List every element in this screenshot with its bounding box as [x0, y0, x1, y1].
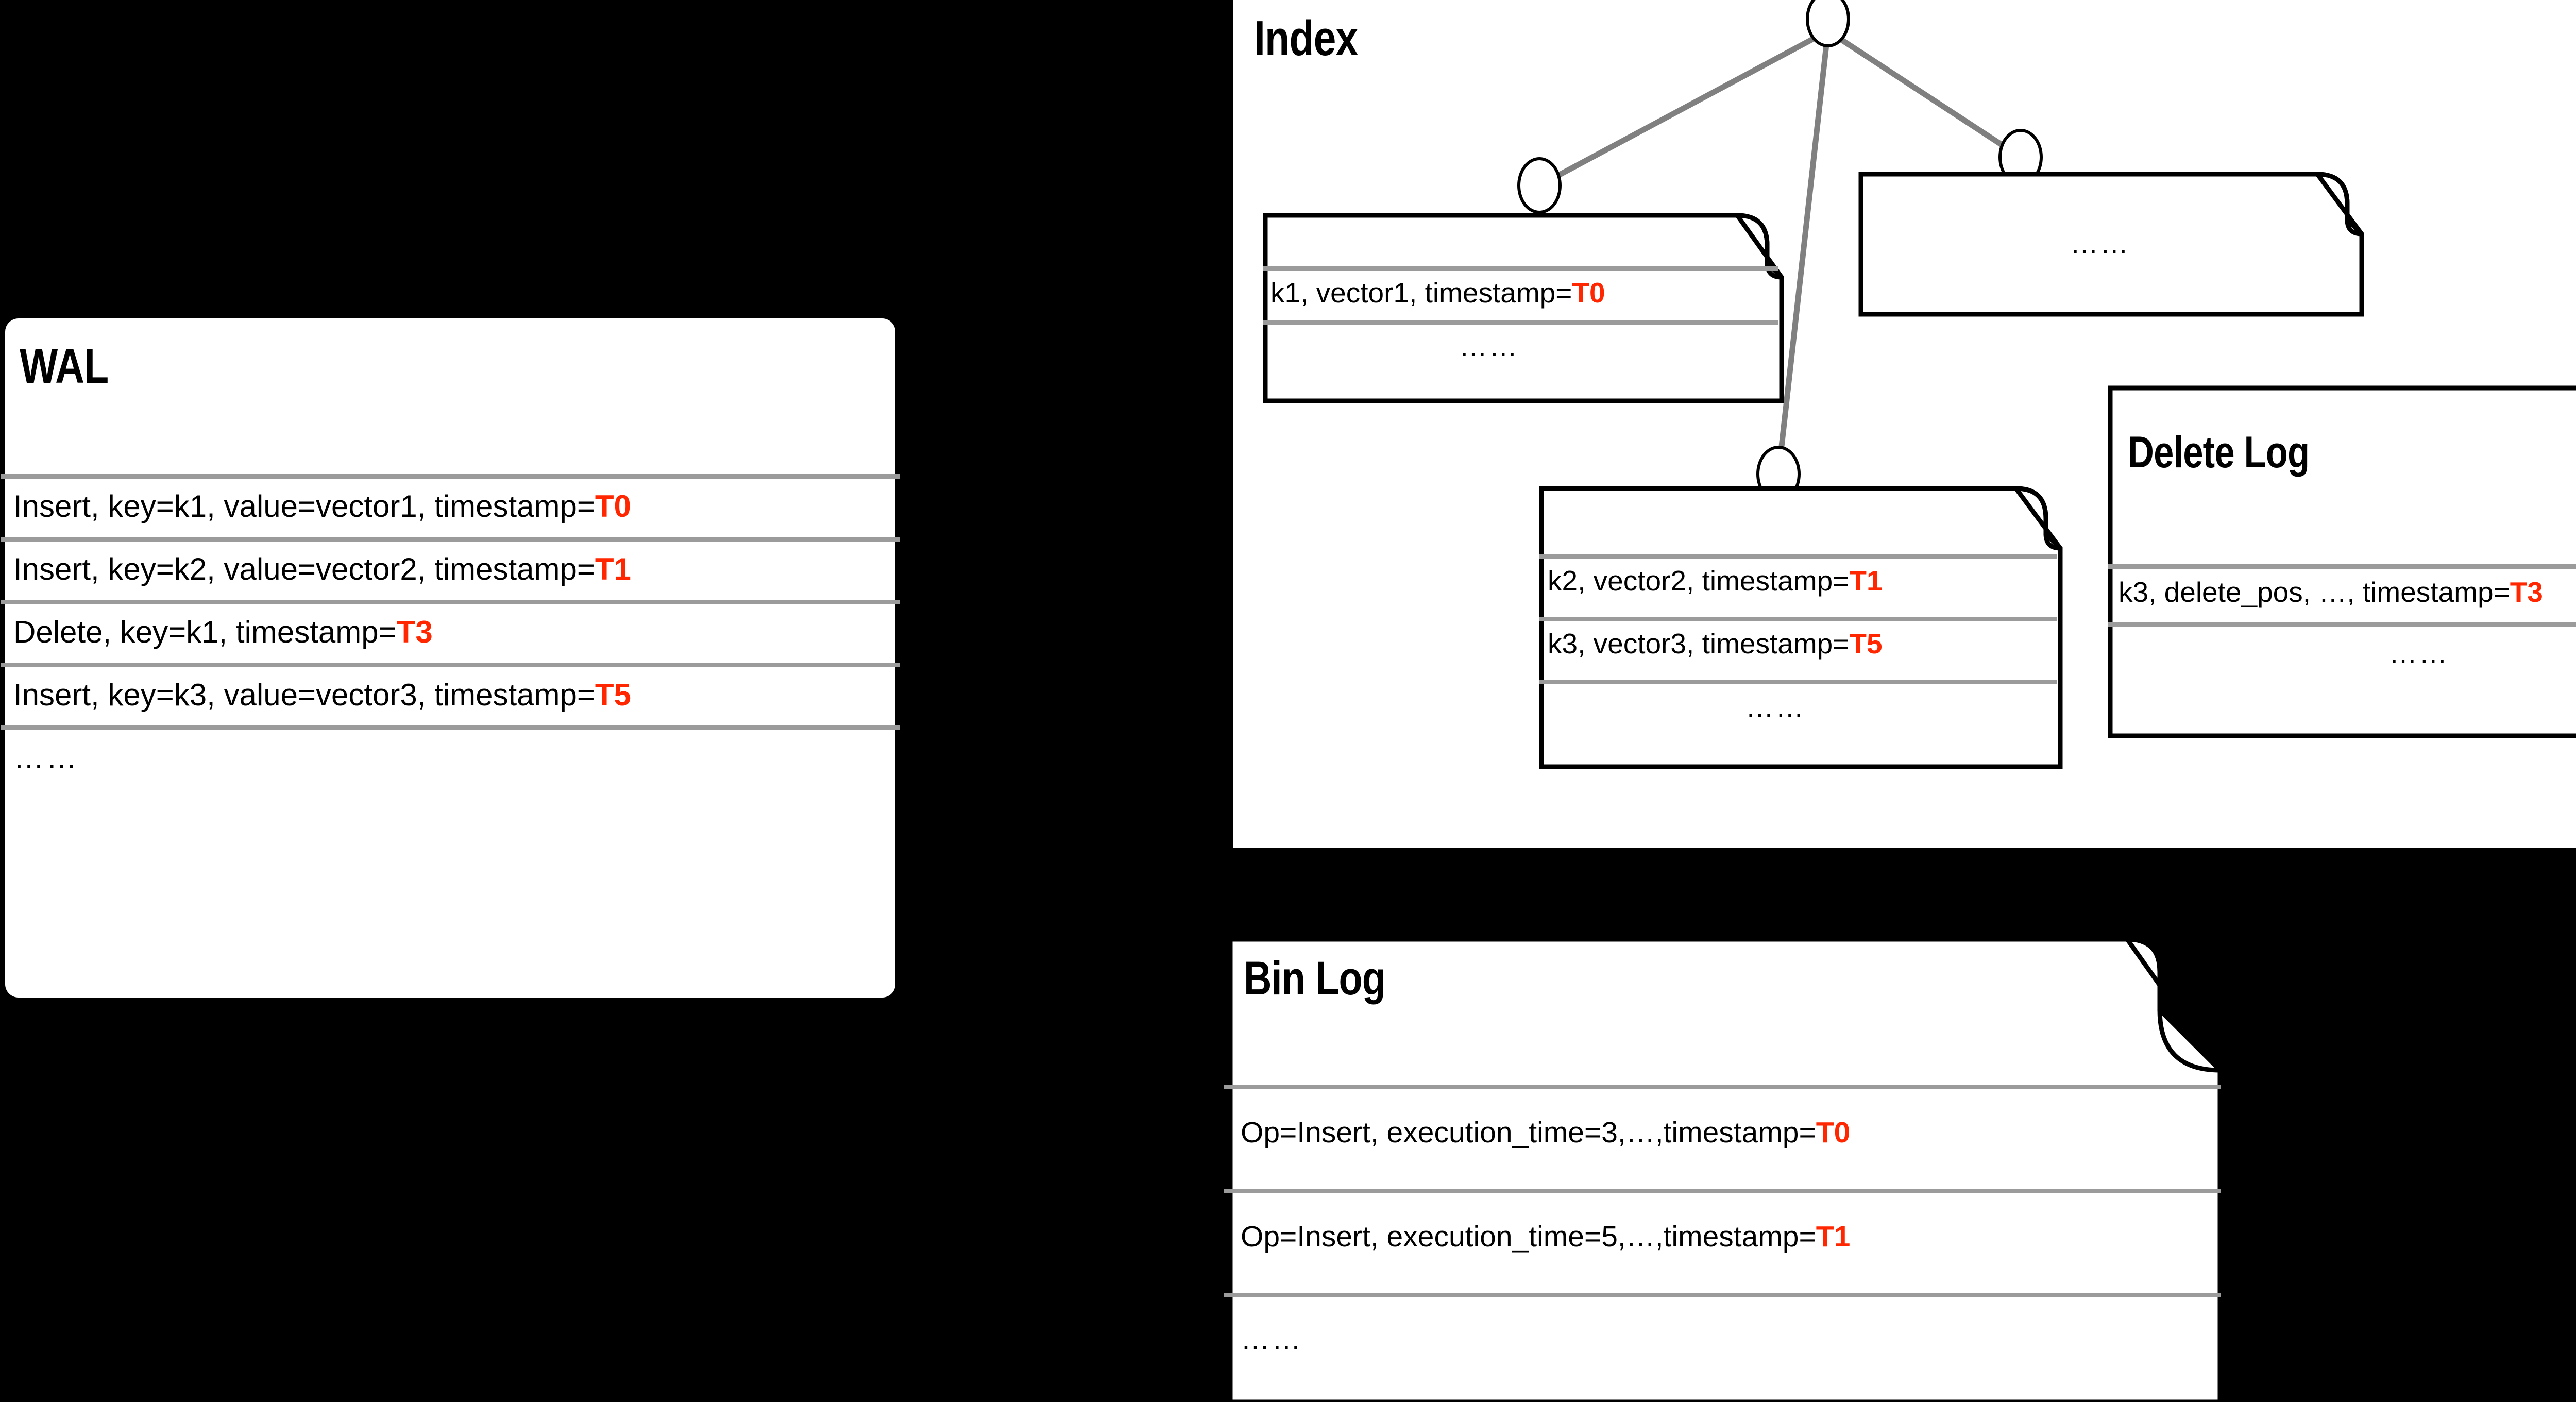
- delete-log-row-timestamp: T3: [2510, 576, 2543, 608]
- bin-log-separator: [1224, 1085, 2221, 1089]
- wal-row: Insert, key=k1, value=vector1, timestamp…: [13, 488, 631, 524]
- wal-row-text: Insert, key=k1, value=vector1, timestamp…: [13, 489, 595, 523]
- segment-row-timestamp: T5: [1849, 628, 1883, 660]
- bin-log-separator: [1224, 1293, 2221, 1297]
- wal-separator: [1, 725, 900, 730]
- bin-log-row: Op=Insert, execution_time=5,…,timestamp=…: [1241, 1220, 1850, 1254]
- bin-log-panel: Bin Log Op=Insert, execution_time=3,…,ti…: [1224, 935, 2223, 1402]
- wal-panel: WAL Insert, key=k1, value=vector1, times…: [1, 318, 900, 998]
- index-segment-k2-k3: k2, vector2, timestamp=T1 k3, vector3, t…: [1539, 484, 2063, 770]
- wal-separator: [1, 663, 900, 667]
- bin-log-title: Bin Log: [1244, 952, 1386, 1005]
- index-title: Index: [1254, 11, 1358, 66]
- delete-log-separator: [2108, 622, 2576, 627]
- segment-separator: [1539, 617, 2057, 621]
- bin-log-row: Op=Insert, execution_time=3,…,timestamp=…: [1241, 1116, 1850, 1150]
- wal-row-timestamp: T3: [396, 615, 433, 649]
- segment-row-ellipsis: ……: [2070, 227, 2130, 259]
- bin-log-row-ellipsis: ……: [1241, 1323, 1303, 1356]
- segment-row-timestamp: T0: [1572, 277, 1605, 309]
- delete-log-separator: [2108, 564, 2576, 569]
- delete-log-row: k3, delete_pos, …, timestamp=T3: [2119, 576, 2543, 609]
- folded-corner-icon: [2015, 486, 2061, 551]
- index-segment-k1: k1, vector1, timestamp=T0 ……: [1263, 211, 1784, 404]
- wal-row-text: Delete, key=k1, timestamp=: [13, 615, 397, 649]
- wal-row: Delete, key=k1, timestamp=T3: [13, 614, 433, 650]
- wal-row-timestamp: T5: [595, 678, 631, 712]
- segment-separator: [1539, 554, 2057, 559]
- folded-corner-icon: [2127, 937, 2221, 1073]
- delete-log-row-text: k3, delete_pos, …, timestamp=: [2119, 576, 2510, 608]
- segment-row-ellipsis: ……: [1745, 691, 1806, 723]
- segment-separator: [1263, 320, 1778, 325]
- segment-row: k2, vector2, timestamp=T1: [1548, 564, 1883, 597]
- segment-row: k1, vector1, timestamp=T0: [1270, 276, 1605, 309]
- wal-row-text: Insert, key=k2, value=vector2, timestamp…: [13, 552, 595, 586]
- bin-log-row-text: Op=Insert, execution_time=3,…,timestamp=: [1241, 1116, 1816, 1149]
- wal-row-ellipsis: ……: [13, 740, 79, 775]
- wal-row-timestamp: T1: [595, 552, 631, 586]
- bin-log-row-timestamp: T1: [1816, 1220, 1851, 1253]
- bin-log-row-text: Op=Insert, execution_time=5,…,timestamp=: [1241, 1220, 1816, 1253]
- segment-row-text: k2, vector2, timestamp=: [1548, 565, 1850, 597]
- segment-row-timestamp: T1: [1849, 565, 1883, 597]
- segment-separator: [1539, 680, 2057, 684]
- wal-separator: [1, 474, 900, 479]
- index-segment-ellipsis: ……: [1858, 170, 2364, 317]
- bin-log-separator: [1224, 1189, 2221, 1193]
- folded-corner-fold: [2315, 173, 2364, 235]
- segment-row-text: k1, vector1, timestamp=: [1270, 277, 1572, 309]
- wal-separator: [1, 600, 900, 604]
- wal-row-text: Insert, key=k3, value=vector3, timestamp…: [13, 678, 595, 712]
- wal-row-timestamp: T0: [595, 489, 631, 523]
- bin-log-row-timestamp: T0: [1816, 1116, 1851, 1149]
- folded-corner-fold: [2125, 938, 2222, 1072]
- wal-row: Insert, key=k2, value=vector2, timestamp…: [13, 551, 631, 587]
- folded-corner-icon: [1737, 213, 1782, 280]
- folded-corner-icon: [2317, 172, 2362, 237]
- segment-row-ellipsis: ……: [1459, 330, 1519, 362]
- wal-separator: [1, 537, 900, 542]
- delete-log-row-ellipsis: ……: [2389, 637, 2449, 669]
- segment-row-text: k3, vector3, timestamp=: [1548, 628, 1850, 660]
- wal-title: WAL: [20, 339, 109, 394]
- delete-log-title: Delete Log: [2128, 428, 2310, 477]
- folded-corner-fold: [2014, 487, 2062, 550]
- segment-row: k3, vector3, timestamp=T5: [1548, 627, 1883, 660]
- delete-log-panel: Delete Log k3, delete_pos, …, timestamp=…: [2108, 384, 2576, 739]
- document-outline: [2108, 385, 2576, 738]
- segment-separator: [1263, 266, 1778, 271]
- wal-row: Insert, key=k3, value=vector3, timestamp…: [13, 677, 631, 713]
